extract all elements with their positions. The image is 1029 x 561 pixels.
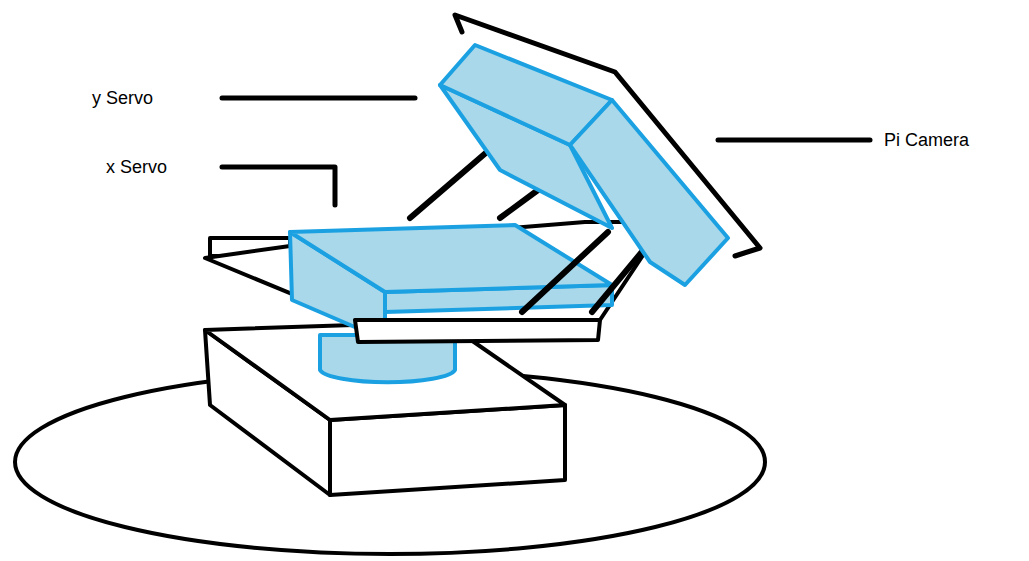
part-label: Pi Camera: [884, 129, 969, 151]
part-label: x Servo: [106, 156, 167, 178]
leader-lines: [222, 98, 870, 205]
base-box: [205, 322, 565, 495]
part-label: y Servo: [92, 87, 153, 109]
leader-line: [222, 96, 415, 101]
leader-line: [718, 138, 870, 143]
y-servo-body: [440, 45, 728, 285]
plate-edge: [355, 320, 600, 342]
pan-plate: [205, 222, 665, 320]
leader-line: [222, 167, 335, 205]
